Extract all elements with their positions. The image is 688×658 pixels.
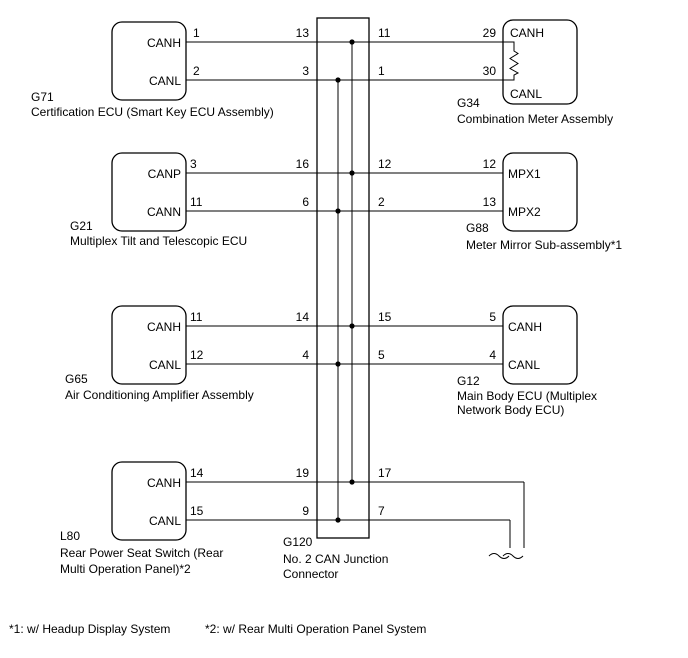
g12-name-line1: Main Body ECU (Multiplex [457,389,597,403]
g12-code: G12 [457,374,480,388]
l80-name-line2: Multi Operation Panel)*2 [60,562,191,576]
ecu-box-g71 [111,21,187,101]
l80-name-line1: Rear Power Seat Switch (Rear [60,546,223,560]
g34-code: G34 [457,96,480,110]
wire-break-mark [488,553,510,559]
ecu-box-g65 [111,305,187,385]
ecu-box-g12 [502,305,578,385]
junction-pin-number: 5 [378,348,385,362]
g21-canp-label: CANP [148,167,181,181]
g65-canh-label: CANH [147,320,181,334]
ecu-box-g21 [111,152,187,232]
pin-number: 1 [193,26,200,40]
pin-number: 15 [190,504,204,518]
g65-canl-label: CANL [149,358,181,372]
wire-break-mark [502,553,524,559]
g88-code: G88 [466,221,489,235]
pin-number: 30 [483,64,497,78]
g34-canh-label: CANH [510,26,544,40]
l80-canl-label: CANL [149,514,181,528]
pin-number: 14 [190,466,204,480]
pin-number: 3 [190,157,197,171]
junction-pin-number: 12 [378,157,392,171]
junction-code: G120 [283,535,313,549]
footnote-2: *2: w/ Rear Multi Operation Panel System [205,622,426,636]
g65-name: Air Conditioning Amplifier Assembly [65,388,254,402]
junction-pin-number: 17 [378,466,392,480]
l80-canh-label: CANH [147,476,181,490]
junction-pin-number: 14 [296,310,310,324]
pin-number: 12 [483,157,497,171]
pin-number: 11 [190,310,203,324]
g12-canl-label: CANL [508,358,540,372]
junction-pin-number: 2 [378,195,385,209]
junction-pin-number: 9 [302,504,309,518]
g71-canh-label: CANH [147,36,181,50]
junction-pin-number: 13 [296,26,310,40]
pin-number: 2 [193,64,200,78]
ecu-box-g34 [502,19,578,105]
g21-cann-label: CANN [147,205,181,219]
junction-connector-g120 [316,17,370,539]
junction-pin-number: 19 [296,466,310,480]
g21-code: G21 [70,219,93,233]
junction-name-line2: Connector [283,567,338,581]
l80-code: L80 [60,529,80,543]
ecu-box-g88 [502,152,578,232]
junction-pin-number: 4 [302,348,309,362]
g34-name: Combination Meter Assembly [457,112,613,126]
g12-canh-label: CANH [508,320,542,334]
g65-code: G65 [65,372,88,386]
g71-code: G71 [31,90,54,104]
junction-name-line1: No. 2 CAN Junction [283,552,388,566]
junction-pin-number: 6 [302,195,309,209]
pin-number: 12 [190,348,204,362]
g21-name: Multiplex Tilt and Telescopic ECU [70,234,247,248]
pin-number: 5 [489,310,496,324]
g88-mpx1-label: MPX1 [508,167,541,181]
junction-pin-number: 16 [296,157,310,171]
ecu-box-l80 [111,461,187,541]
g34-canl-label: CANL [510,87,542,101]
g71-canl-label: CANL [149,74,181,88]
junction-pin-number: 7 [378,504,385,518]
junction-pin-number: 1 [378,64,385,78]
footnote-1: *1: w/ Headup Display System [9,622,170,636]
pin-number: 13 [483,195,497,209]
junction-pin-number: 15 [378,310,392,324]
junction-pin-number: 11 [378,26,391,40]
g71-name: Certification ECU (Smart Key ECU Assembl… [31,105,274,119]
pin-number: 29 [483,26,497,40]
g88-name: Meter Mirror Sub-assembly*1 [466,238,622,252]
junction-pin-number: 3 [302,64,309,78]
g88-mpx2-label: MPX2 [508,205,541,219]
pin-number: 4 [489,348,496,362]
g12-name-line2: Network Body ECU) [457,403,564,417]
terminating-resistor-icon [503,41,520,81]
pin-number: 11 [190,195,203,209]
